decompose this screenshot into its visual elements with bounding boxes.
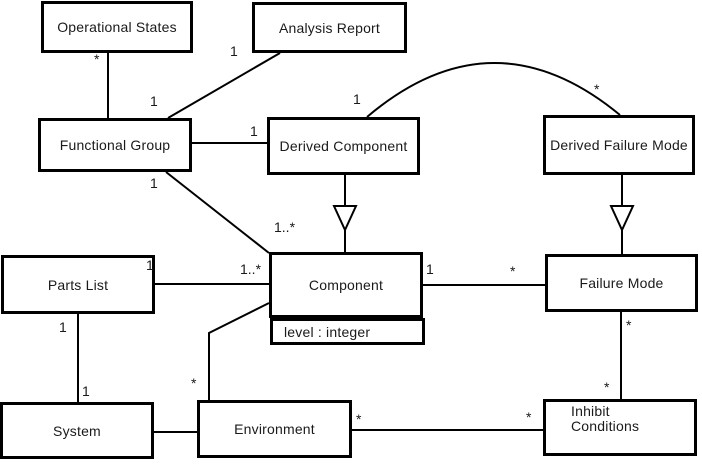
multiplicity-label: * — [604, 379, 610, 395]
multiplicity-label: 1 — [230, 43, 238, 59]
multiplicity-label: * — [94, 51, 100, 67]
class-name: Parts List — [47, 276, 109, 293]
class-name: Derived Component — [279, 138, 408, 154]
class-component-name-compartment: Component — [269, 252, 423, 318]
assoc-component-environment-line — [208, 302, 270, 400]
multiplicity-label: * — [191, 375, 197, 391]
multiplicity-label: * — [526, 409, 532, 425]
class-functional-group: Functional Group — [38, 118, 192, 172]
class-inhibit-conditions: Inhibit Conditions — [543, 399, 697, 456]
multiplicity-label: * — [510, 263, 516, 279]
class-failure-mode: Failure Mode — [545, 254, 698, 312]
class-name: Functional Group — [59, 137, 171, 153]
class-name: Environment — [234, 421, 315, 437]
multiplicity-label: 1 — [82, 383, 90, 399]
multiplicity-label: 1 — [150, 93, 158, 109]
class-component-attribute-compartment: level : integer — [270, 318, 425, 345]
generalization-triangle-icon — [332, 205, 358, 233]
class-parts-list: Parts List — [1, 255, 155, 314]
class-name: Operational States — [57, 19, 177, 35]
assoc-functional-group-component-line — [165, 171, 270, 254]
class-derived-component: Derived Component — [267, 117, 420, 175]
multiplicity-label: 1 — [250, 123, 258, 139]
class-name: Failure Mode — [579, 275, 664, 291]
multiplicity-label: * — [594, 81, 600, 97]
multiplicity-label: 1 — [426, 261, 434, 277]
assoc-derived-component-derived-failure-mode-arc — [366, 62, 621, 118]
class-analysis-report: Analysis Report — [252, 2, 407, 53]
class-name: System — [53, 422, 101, 439]
class-name: Derived Failure Mode — [550, 137, 688, 153]
multiplicity-label: * — [356, 411, 362, 427]
class-environment: Environment — [197, 400, 352, 458]
class-attribute: level : integer — [284, 323, 371, 340]
class-derived-failure-mode: Derived Failure Mode — [543, 115, 695, 175]
class-name: Inhibit Conditions — [571, 403, 640, 434]
class-system: System — [0, 402, 154, 459]
multiplicity-label: 1 — [59, 319, 67, 335]
class-name: Component — [308, 277, 384, 293]
multiplicity-label: 1 — [150, 175, 158, 191]
multiplicity-label: 1..* — [274, 219, 296, 235]
multiplicity-label: 1..* — [240, 261, 262, 277]
multiplicity-label: 1 — [146, 257, 154, 273]
assoc-analysis-report-functional-group-line — [167, 52, 281, 119]
generalization-triangle-icon — [609, 205, 635, 233]
class-name: Analysis Report — [278, 19, 381, 36]
multiplicity-label: * — [626, 317, 632, 333]
multiplicity-label: 1 — [353, 91, 361, 107]
class-operational-states: Operational States — [41, 1, 193, 53]
